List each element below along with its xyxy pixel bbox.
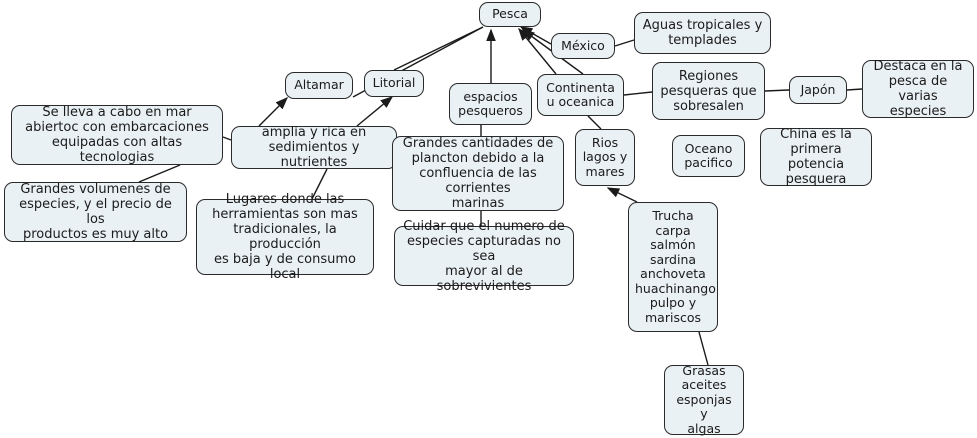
- edge-especies_list-to-grasas: [698, 331, 709, 366]
- edge-amplia-to-altamar: [258, 97, 288, 127]
- node-label-aguas: Aguas tropicales y templades: [642, 18, 763, 48]
- node-label-continental: Continenta u oceanica: [546, 79, 615, 109]
- node-label-plancton: Grandes cantidades de plancton debido a …: [402, 136, 554, 211]
- node-oceano[interactable]: Oceano pacifico: [672, 135, 745, 177]
- node-espacios[interactable]: espacios pesqueros: [449, 83, 532, 125]
- node-label-oceano: Oceano pacifico: [684, 140, 733, 170]
- node-japon[interactable]: Japón: [789, 76, 847, 104]
- node-mexico[interactable]: México: [551, 33, 615, 59]
- edge-mexico-to-pesca: [519, 26, 552, 45]
- node-grasas[interactable]: Grasas aceites esponjas y algas: [664, 362, 744, 436]
- edge-amplia-to-litorial: [356, 96, 394, 127]
- node-especies_list[interactable]: Trucha carpa salmón sardina anchoveta hu…: [628, 202, 718, 332]
- node-mar_abierto[interactable]: Se lleva a cabo en mar abiertoc con emba…: [11, 105, 223, 165]
- node-plancton[interactable]: Grandes cantidades de plancton debido a …: [392, 136, 564, 211]
- edge-continental-to-regiones: [623, 91, 653, 96]
- node-cuidar[interactable]: Cuidar que el numero de especies captura…: [394, 219, 574, 294]
- node-label-litorial: Litorial: [372, 75, 416, 91]
- node-grandes_vol[interactable]: Grandes volumenes de especies, y el prec…: [4, 182, 187, 242]
- edge-japon-to-destaca: [846, 88, 863, 91]
- edge-mar_abierto-to-amplia: [222, 136, 232, 141]
- edge-litorial-to-pesca: [393, 26, 484, 71]
- node-pesca[interactable]: Pesca: [479, 2, 541, 27]
- node-label-grasas: Grasas aceites esponjas y algas: [676, 362, 732, 436]
- edge-especies_list-to-rios: [606, 187, 638, 203]
- node-litorial[interactable]: Litorial: [364, 70, 424, 97]
- node-altamar[interactable]: Altamar: [285, 72, 353, 99]
- node-regiones[interactable]: Regiones pesqueras que sobresalen: [652, 62, 765, 120]
- edge-regiones-to-japon: [764, 89, 790, 92]
- node-label-regiones: Regiones pesqueras que sobresalen: [660, 68, 757, 114]
- node-amplia[interactable]: amplia y rica en sedimientos y nutriente…: [231, 125, 397, 170]
- node-label-china: China es la primera potencia pesquera: [780, 127, 852, 187]
- node-label-pesca: Pesca: [492, 6, 528, 22]
- node-label-amplia: amplia y rica en sedimientos y nutriente…: [261, 125, 367, 170]
- node-label-mexico: México: [561, 37, 605, 53]
- edge-mar_abierto-to-grandes_vol: [138, 164, 181, 183]
- edge-continental-to-rios: [587, 115, 602, 130]
- node-label-grandes_vol: Grandes volumenes de especies, y el prec…: [19, 182, 172, 242]
- node-label-altamar: Altamar: [294, 77, 344, 93]
- node-aguas[interactable]: Aguas tropicales y templades: [634, 12, 771, 54]
- node-label-destaca: Destaca en la pesca de varias especies: [873, 59, 963, 119]
- node-label-mar_abierto: Se lleva a cabo en mar abiertoc con emba…: [25, 105, 209, 165]
- node-label-especies_list: Trucha carpa salmón sardina anchoveta hu…: [635, 208, 716, 325]
- node-rios[interactable]: Rios lagos y mares: [575, 129, 635, 186]
- node-label-espacios: espacios pesqueros: [458, 88, 523, 118]
- node-china[interactable]: China es la primera potencia pesquera: [760, 127, 872, 187]
- node-destaca[interactable]: Destaca en la pesca de varias especies: [862, 59, 974, 119]
- node-label-cuidar: Cuidar que el numero de especies captura…: [403, 218, 565, 294]
- node-label-rios: Rios lagos y mares: [582, 134, 628, 179]
- node-label-japon: Japón: [800, 81, 836, 97]
- node-lugares[interactable]: Lugares donde las herramientas son mas t…: [196, 192, 374, 282]
- node-continental[interactable]: Continenta u oceanica: [537, 74, 624, 116]
- node-label-lugares: Lugares donde las herramientas son mas t…: [212, 192, 358, 282]
- edge-mexico-to-aguas: [614, 39, 635, 47]
